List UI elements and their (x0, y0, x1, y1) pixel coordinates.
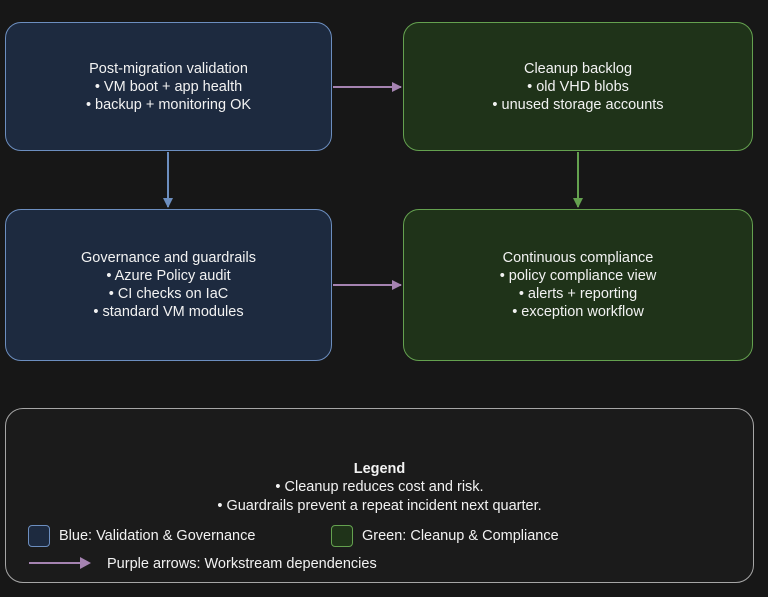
legend-swatch-blue (28, 525, 50, 547)
legend-label-purple: Purple arrows: Workstream dependencies (107, 556, 377, 572)
node-item: • Azure Policy audit (106, 268, 231, 284)
node-cleanup-backlog[interactable]: Cleanup backlog • old VHD blobs • unused… (403, 22, 753, 151)
node-item: • CI checks on IaC (108, 286, 229, 302)
node-item: • policy compliance view (499, 268, 657, 284)
legend-title: Legend (353, 461, 406, 477)
node-title: Cleanup backlog (523, 60, 633, 77)
legend-swatch-green (331, 525, 353, 547)
legend-purple-arrow-icon (29, 557, 91, 569)
node-title: Post-migration validation (89, 60, 248, 77)
legend-label-green: Green: Cleanup & Compliance (362, 528, 559, 544)
node-item: • standard VM modules (93, 304, 244, 320)
node-continuous-compliance[interactable]: Continuous compliance • policy complianc… (403, 209, 753, 361)
node-item: • VM boot + app health (94, 78, 243, 95)
node-post-migration-validation[interactable]: Post-migration validation • VM boot + ap… (5, 22, 332, 151)
node-item: • alerts + reporting (518, 286, 638, 302)
node-title: Continuous compliance (502, 250, 654, 266)
node-title: Governance and guardrails (81, 250, 256, 266)
node-item: • exception workflow (512, 304, 644, 320)
node-governance-guardrails[interactable]: Governance and guardrails • Azure Policy… (5, 209, 332, 361)
legend-note: • Cleanup reduces cost and risk. (275, 479, 484, 495)
node-item: • backup + monitoring OK (85, 96, 252, 113)
legend-panel: Legend • Cleanup reduces cost and risk. … (5, 408, 754, 583)
legend-label-blue: Blue: Validation & Governance (59, 528, 256, 544)
legend-note: • Guardrails prevent a repeat incident n… (217, 498, 542, 514)
node-item: • old VHD blobs (527, 78, 629, 95)
node-item: • unused storage accounts (492, 96, 664, 113)
